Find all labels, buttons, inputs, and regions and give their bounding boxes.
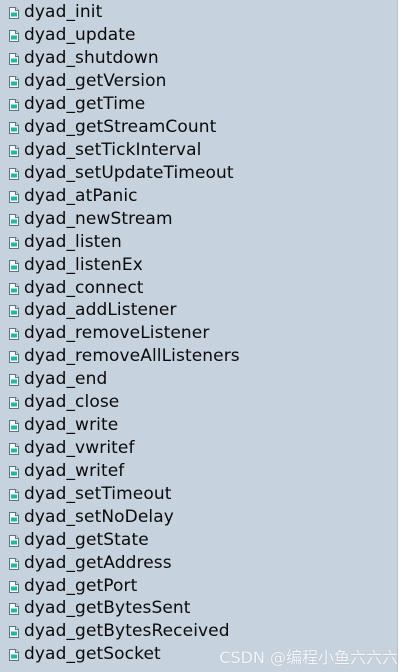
function-page-icon xyxy=(8,580,20,594)
function-item[interactable]: dyad_getVersion xyxy=(0,71,240,94)
function-page-icon xyxy=(8,213,20,227)
function-label: dyad_update xyxy=(24,25,136,46)
function-item[interactable]: dyad_getSocket xyxy=(0,644,240,667)
function-item[interactable]: dyad_newStream xyxy=(0,208,240,231)
function-page-icon xyxy=(8,442,20,456)
function-label: dyad_writef xyxy=(24,460,125,481)
function-item[interactable]: dyad_getState xyxy=(0,529,240,552)
function-item[interactable]: dyad_removeListener xyxy=(0,323,240,346)
function-page-icon xyxy=(8,6,20,20)
function-label: dyad_getBytesSent xyxy=(24,598,191,619)
function-item[interactable]: dyad_setTimeout xyxy=(0,483,240,506)
function-page-icon xyxy=(8,121,20,135)
function-item[interactable]: dyad_setTickInterval xyxy=(0,140,240,163)
function-item[interactable]: dyad_getPort xyxy=(0,575,240,598)
function-label: dyad_getPort xyxy=(24,575,138,596)
function-label: dyad_getAddress xyxy=(24,552,172,573)
function-label: dyad_newStream xyxy=(24,208,173,229)
function-item[interactable]: dyad_write xyxy=(0,415,240,438)
function-page-icon xyxy=(8,534,20,548)
function-page-icon xyxy=(8,648,20,662)
function-item[interactable]: dyad_getStreamCount xyxy=(0,117,240,140)
function-item[interactable]: dyad_init xyxy=(0,2,240,25)
function-page-icon xyxy=(8,488,20,502)
function-label: dyad_getTime xyxy=(24,94,146,115)
watermark-text: CSDN @编程小鱼六六六 xyxy=(219,648,398,667)
function-page-icon xyxy=(8,144,20,158)
function-page-icon xyxy=(8,29,20,43)
function-label: dyad_end xyxy=(24,369,108,390)
function-label: dyad_getState xyxy=(24,529,149,550)
function-label: dyad_init xyxy=(24,2,103,23)
function-item[interactable]: dyad_setUpdateTimeout xyxy=(0,162,240,185)
function-page-icon xyxy=(8,98,20,112)
function-label: dyad_listenEx xyxy=(24,254,143,275)
function-page-icon xyxy=(8,167,20,181)
function-label: dyad_removeAllListeners xyxy=(24,346,240,367)
function-label: dyad_close xyxy=(24,392,120,413)
function-label: dyad_setNoDelay xyxy=(24,506,174,527)
function-page-icon xyxy=(8,327,20,341)
function-label: dyad_vwritef xyxy=(24,437,135,458)
function-item[interactable]: dyad_listen xyxy=(0,231,240,254)
function-item[interactable]: dyad_close xyxy=(0,392,240,415)
function-item[interactable]: dyad_getBytesReceived xyxy=(0,621,240,644)
function-page-icon xyxy=(8,52,20,66)
function-page-icon xyxy=(8,282,20,296)
function-label: dyad_getBytesReceived xyxy=(24,621,230,642)
function-page-icon xyxy=(8,511,20,525)
function-page-icon xyxy=(8,419,20,433)
function-page-icon xyxy=(8,259,20,273)
function-page-icon xyxy=(8,236,20,250)
function-label: dyad_write xyxy=(24,415,119,436)
function-page-icon xyxy=(8,625,20,639)
function-label: dyad_getSocket xyxy=(24,644,161,665)
function-label: dyad_setUpdateTimeout xyxy=(24,162,234,183)
function-item[interactable]: dyad_connect xyxy=(0,277,240,300)
function-page-icon xyxy=(8,465,20,479)
function-page-icon xyxy=(8,373,20,387)
function-page-icon xyxy=(8,304,20,318)
function-item[interactable]: dyad_listenEx xyxy=(0,254,240,277)
function-label: dyad_removeListener xyxy=(24,323,210,344)
function-item[interactable]: dyad_shutdown xyxy=(0,48,240,71)
function-item[interactable]: dyad_writef xyxy=(0,460,240,483)
function-page-icon xyxy=(8,557,20,571)
function-item[interactable]: dyad_getBytesSent xyxy=(0,598,240,621)
function-item[interactable]: dyad_vwritef xyxy=(0,438,240,461)
function-page-icon xyxy=(8,75,20,89)
function-item[interactable]: dyad_removeAllListeners xyxy=(0,346,240,369)
function-item[interactable]: dyad_atPanic xyxy=(0,185,240,208)
function-item[interactable]: dyad_getAddress xyxy=(0,552,240,575)
function-label: dyad_shutdown xyxy=(24,48,159,69)
function-item[interactable]: dyad_getTime xyxy=(0,94,240,117)
function-label: dyad_addListener xyxy=(24,300,177,321)
function-label: dyad_setTickInterval xyxy=(24,139,202,160)
function-item[interactable]: dyad_setNoDelay xyxy=(0,506,240,529)
function-label: dyad_listen xyxy=(24,231,122,252)
function-label: dyad_getVersion xyxy=(24,71,167,92)
function-label: dyad_connect xyxy=(24,277,144,298)
function-item[interactable]: dyad_update xyxy=(0,25,240,48)
function-page-icon xyxy=(8,190,20,204)
function-item[interactable]: dyad_addListener xyxy=(0,300,240,323)
function-label: dyad_getStreamCount xyxy=(24,117,217,138)
function-page-icon xyxy=(8,396,20,410)
function-page-icon xyxy=(8,602,20,616)
function-label: dyad_atPanic xyxy=(24,185,138,206)
function-page-icon xyxy=(8,350,20,364)
function-item[interactable]: dyad_end xyxy=(0,369,240,392)
function-label: dyad_setTimeout xyxy=(24,483,172,504)
